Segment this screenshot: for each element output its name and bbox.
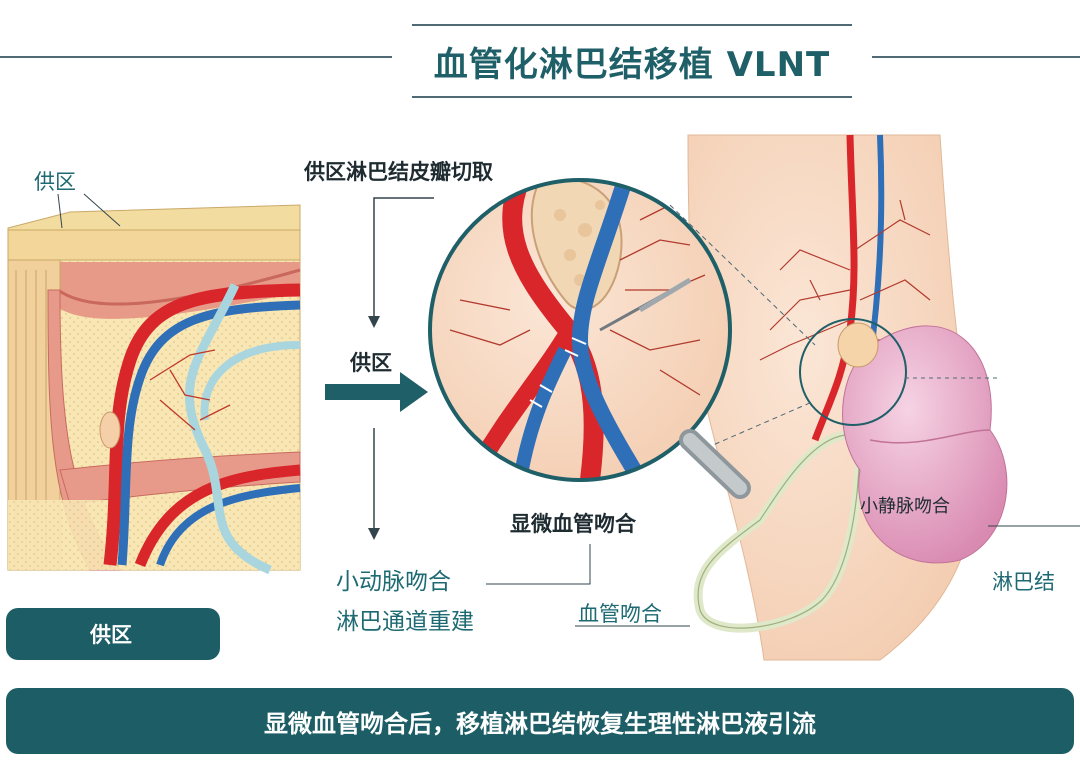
connector-top [669, 204, 816, 346]
label-vessel-anastomosis: 血管吻合 [578, 602, 662, 626]
label-flap-harvest: 供区淋巴结皮瓣切取 [304, 160, 493, 184]
leader-donor-b [83, 193, 121, 227]
footer-caption: 显微血管吻合后，移植淋巴结恢复生理性淋巴液引流 [264, 709, 816, 738]
label-venous: 小静脉吻合 [860, 496, 950, 517]
title-frame: 血管化淋巴结移植 VLNT [412, 24, 852, 98]
label-donor-arrow: 供区 [350, 351, 392, 375]
magnified-anastomosis [428, 178, 751, 499]
label-lymph-rebuild: 淋巴通道重建 [336, 609, 474, 635]
label-microsurgery: 显微血管吻合 [510, 512, 636, 536]
donor-badge: 供区 [6, 608, 220, 660]
page-title: 血管化淋巴结移植 VLNT [433, 44, 831, 85]
label-donor-top: 供区 [34, 170, 76, 194]
leader-micro [486, 544, 591, 585]
recipient-leg [687, 134, 1008, 661]
label-arterial: 小动脉吻合 [336, 569, 451, 595]
right-arrow-icon [325, 372, 428, 412]
leader-donor-a [57, 193, 63, 229]
donor-tissue-block [7, 204, 301, 575]
title-rule-left [0, 56, 392, 58]
label-lymph-node: 淋巴结 [992, 570, 1055, 594]
title-rule-right [872, 56, 1080, 58]
donor-badge-label: 供区 [90, 623, 132, 647]
flow-arrows [368, 197, 434, 540]
footer-banner: 显微血管吻合后，移植淋巴结恢复生理性淋巴液引流 [6, 688, 1074, 754]
